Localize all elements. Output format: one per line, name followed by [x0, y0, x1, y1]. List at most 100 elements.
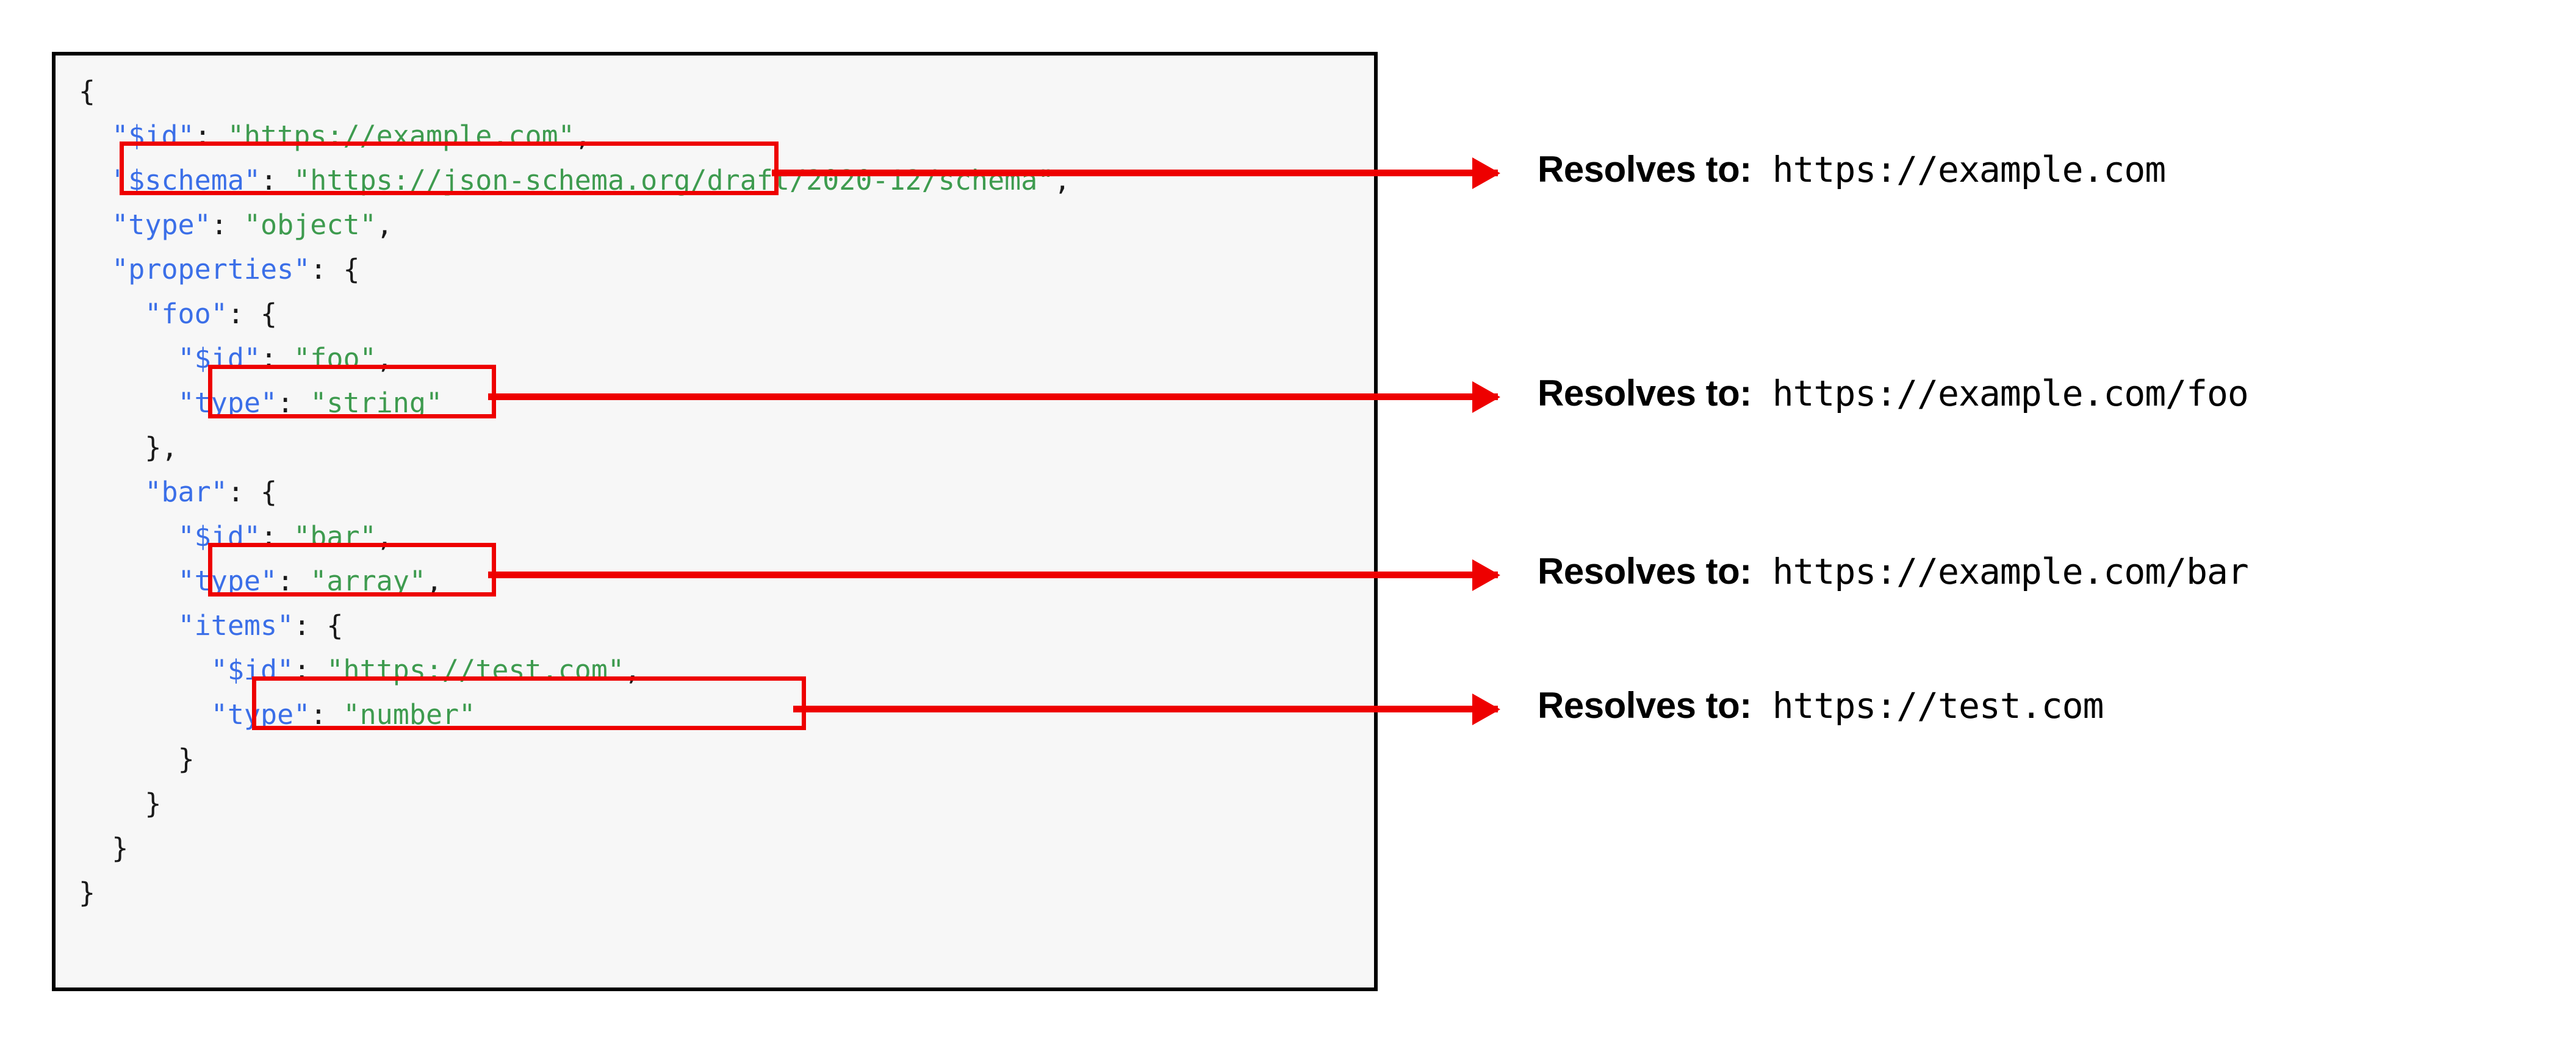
code-indent — [79, 832, 112, 864]
code-indent — [79, 387, 178, 419]
json-string: "https://example.com" — [227, 120, 575, 152]
json-punctuation: , — [376, 209, 393, 241]
json-key: "$id" — [178, 342, 261, 375]
arrow-to-root-resolution — [772, 170, 1498, 176]
code-indent — [79, 298, 145, 330]
json-punctuation: : — [261, 342, 294, 375]
code-line: "type": "number" — [79, 692, 1071, 737]
arrow-to-bar-resolution — [488, 572, 1498, 578]
code-indent — [79, 431, 145, 464]
json-punctuation: , — [1054, 164, 1071, 196]
json-key: "$schema" — [112, 164, 261, 196]
json-key: "bar" — [145, 476, 228, 508]
json-punctuation: : { — [227, 298, 278, 330]
json-punctuation: : — [310, 698, 344, 731]
json-key: "properties" — [112, 253, 311, 285]
resolved-url: https://example.com — [1772, 149, 2166, 190]
resolved-url: https://test.com — [1772, 685, 2104, 726]
json-punctuation: : { — [227, 476, 278, 508]
code-line: "bar": { — [79, 470, 1071, 514]
json-punctuation: : — [293, 654, 327, 686]
json-punctuation: } — [145, 787, 162, 820]
resolved-url-spacer — [1752, 685, 1772, 726]
json-punctuation: : — [277, 565, 311, 597]
json-punctuation: , — [425, 565, 443, 597]
code-line: "foo": { — [79, 292, 1071, 336]
json-punctuation: } — [178, 743, 195, 775]
code-line: { — [79, 69, 1071, 113]
code-line: } — [79, 781, 1071, 826]
json-punctuation: : — [261, 520, 294, 553]
json-string: "foo" — [293, 342, 376, 375]
code-indent — [79, 787, 145, 820]
code-line: } — [79, 870, 1071, 915]
arrow-to-items-resolution — [793, 706, 1498, 712]
json-string: "https://test.com" — [326, 654, 625, 686]
json-punctuation: : — [277, 387, 311, 419]
json-schema-code-block: { "$id": "https://example.com", "$schema… — [52, 52, 1378, 991]
code-line: }, — [79, 425, 1071, 470]
resolution-bar: Resolves to: https://example.com/bar — [1538, 551, 2249, 592]
resolved-url-spacer — [1752, 149, 1772, 190]
json-key: "$id" — [178, 520, 261, 553]
json-key: "$id" — [210, 654, 294, 686]
json-punctuation: } — [79, 876, 96, 909]
code-indent — [79, 209, 112, 241]
resolved-url-spacer — [1752, 373, 1772, 414]
code-indent — [79, 565, 178, 597]
code-indent — [79, 342, 178, 375]
arrow-to-foo-resolution — [488, 393, 1498, 400]
json-punctuation: , — [376, 520, 393, 553]
resolution-foo: Resolves to: https://example.com/foo — [1538, 373, 2249, 414]
resolved-url-spacer — [1752, 551, 1772, 592]
code-line: "properties": { — [79, 247, 1071, 292]
resolves-to-label: Resolves to: — [1538, 551, 1752, 592]
json-key: "items" — [178, 609, 294, 642]
json-punctuation: : { — [310, 253, 360, 285]
json-punctuation: : — [210, 209, 244, 241]
json-string: "number" — [343, 698, 476, 731]
json-punctuation: : — [261, 164, 294, 196]
code-indent — [79, 164, 112, 196]
resolved-url: https://example.com/foo — [1772, 373, 2249, 414]
code-indent — [79, 253, 112, 285]
code-indent — [79, 520, 178, 553]
code-indent — [79, 476, 145, 508]
code-indent — [79, 654, 211, 686]
code-indent — [79, 609, 178, 642]
code-indent — [79, 698, 211, 731]
resolved-url: https://example.com/bar — [1772, 551, 2249, 592]
code-line: "$id": "bar", — [79, 514, 1071, 559]
json-string: "array" — [310, 565, 426, 597]
code-line: } — [79, 826, 1071, 870]
code-line: "type": "string" — [79, 381, 1071, 425]
json-punctuation: } — [112, 832, 129, 864]
json-punctuation: , — [624, 654, 641, 686]
json-punctuation: : { — [293, 609, 344, 642]
resolution-items: Resolves to: https://test.com — [1538, 685, 2104, 726]
json-punctuation: }, — [145, 431, 178, 464]
json-string: "bar" — [293, 520, 376, 553]
json-punctuation: , — [574, 120, 591, 152]
code-line: "type": "array", — [79, 559, 1071, 603]
json-key: "type" — [112, 209, 211, 241]
resolves-to-label: Resolves to: — [1538, 685, 1752, 726]
resolution-root: Resolves to: https://example.com — [1538, 149, 2166, 190]
json-key: "type" — [210, 698, 311, 731]
json-punctuation: , — [376, 342, 393, 375]
code-indent — [79, 743, 178, 775]
json-string: "https://json-schema.org/draft/2020-12/s… — [293, 164, 1054, 196]
json-key: "foo" — [145, 298, 228, 330]
json-punctuation: : — [194, 120, 228, 152]
code-indent — [79, 120, 112, 152]
code-lines: { "$id": "https://example.com", "$schema… — [79, 69, 1071, 915]
resolves-to-label: Resolves to: — [1538, 373, 1752, 414]
json-string: "object" — [243, 209, 376, 241]
code-line: "$id": "https://example.com", — [79, 113, 1071, 158]
code-line: "items": { — [79, 603, 1071, 648]
json-key: "type" — [178, 387, 278, 419]
json-punctuation: { — [79, 75, 96, 107]
json-key: "$id" — [112, 120, 195, 152]
json-key: "type" — [178, 565, 278, 597]
